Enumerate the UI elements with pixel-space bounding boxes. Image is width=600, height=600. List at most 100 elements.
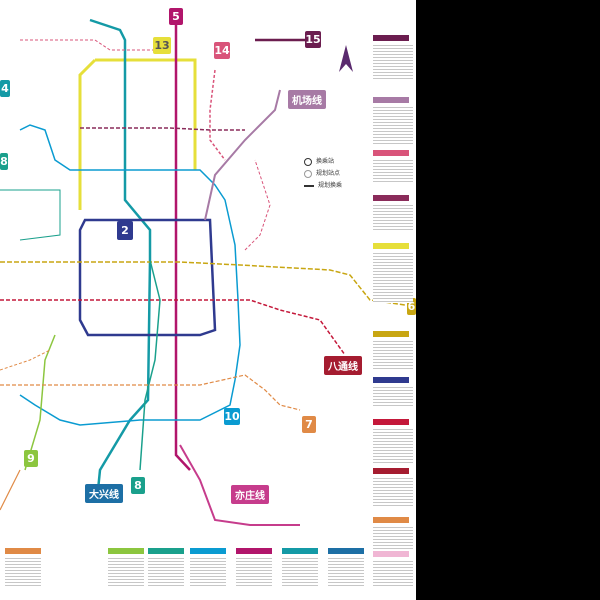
line-1-route: [0, 299, 346, 356]
planned-station-icon: [304, 170, 312, 178]
north-arrow-icon: [339, 45, 353, 72]
subway-map: 5 13 14 15 4 8 2 机场线 6 八通线 10 7 9 8 大兴线 …: [0, 0, 416, 600]
line-15-badge[interactable]: 15: [305, 31, 321, 48]
yizhuang-line-badge[interactable]: 亦庄线: [231, 485, 269, 504]
footer-block-daxing-head: [328, 548, 364, 554]
sidebar-block-2-text: [373, 385, 413, 407]
legend-transfer-label: 换乘站: [316, 158, 335, 165]
line-7-route: [0, 374, 301, 411]
legend-planned: 规划站点: [304, 168, 342, 180]
sidebar-block-6: [373, 331, 413, 369]
sidebar-block-7-text: [373, 525, 413, 549]
sidebar-block-yizhuang: [373, 551, 413, 587]
daxing-line-badge[interactable]: 大兴线: [85, 484, 123, 503]
yizhuang-route: [179, 444, 300, 526]
east-planned-route: [244, 159, 271, 251]
line-16-route: [80, 127, 245, 131]
airport-route: [204, 89, 281, 221]
sidebar-block-yizhuang-head: [373, 551, 409, 557]
sidebar-block-2-head: [373, 377, 409, 383]
planned-interchange-icon: [304, 185, 314, 187]
sidebar-block-airport-text: [373, 105, 413, 145]
line-7-badge[interactable]: 7: [302, 416, 316, 433]
sidebar-block-16-text: [373, 203, 413, 231]
sidebar-block-2: [373, 377, 413, 407]
line-10-route: [19, 124, 241, 426]
sidebar-block-15: [373, 35, 413, 79]
sidebar-block-1: [373, 419, 413, 463]
west-route: [0, 189, 61, 241]
sidebar-block-14-text: [373, 158, 413, 184]
line-14-route: [209, 69, 226, 161]
legend-interchange-label: 规划换乘: [318, 182, 343, 189]
sidebar-block-16: [373, 195, 413, 231]
line-info-footer: [0, 548, 372, 598]
sidebar-block-airport-head: [373, 97, 409, 103]
line-6-edge-badge[interactable]: 6: [407, 298, 416, 315]
line-8-edge-badge[interactable]: 8: [0, 153, 8, 170]
legend-interchange: 规划换乘: [304, 180, 342, 192]
line-13-route: [78, 58, 197, 210]
line-5-route: [174, 25, 191, 471]
footer-block-10: [190, 548, 226, 588]
footer-block-8-text: [148, 556, 184, 588]
line-6-route: [0, 261, 406, 306]
line-4-edge-badge[interactable]: 4: [0, 80, 10, 97]
sidebar-block-15-text: [373, 43, 413, 79]
legend-transfer: 换乘站: [304, 156, 342, 168]
sidebar-block-13-head: [373, 243, 409, 249]
footer-block-7-text: [5, 556, 41, 588]
sidebar-block-14-head: [373, 150, 409, 156]
footer-block-5-text: [236, 556, 272, 588]
sidebar-block-6-head: [373, 331, 409, 337]
sw-branch-route: [0, 469, 21, 511]
sidebar-block-airport: [373, 97, 413, 145]
map-legend: 换乘站 规划站点 规划换乘: [304, 156, 342, 192]
sidebar-block-batong: [373, 468, 413, 506]
sidebar-block-yizhuang-text: [373, 559, 413, 587]
footer-block-daxing: [328, 548, 364, 588]
footer-block-9-head: [108, 548, 144, 554]
footer-block-8: [148, 548, 184, 588]
north-planned-route: [20, 39, 155, 51]
airport-line-badge[interactable]: 机场线: [288, 90, 326, 109]
sidebar-block-13: [373, 243, 413, 303]
line-8-badge[interactable]: 8: [131, 477, 145, 494]
line-4-route: [89, 18, 152, 491]
sidebar-block-15-head: [373, 35, 409, 41]
line-10-badge[interactable]: 10: [224, 408, 240, 425]
footer-block-10-head: [190, 548, 226, 554]
footer-block-daxing-text: [328, 556, 364, 588]
sidebar-block-7-head: [373, 517, 409, 523]
batong-line-badge[interactable]: 八通线: [324, 356, 362, 375]
route-network: [0, 18, 406, 526]
footer-block-8-head: [148, 548, 184, 554]
southwest-route: [0, 349, 51, 371]
sidebar-block-batong-text: [373, 476, 413, 506]
footer-block-7: [5, 548, 41, 588]
sidebar-block-1-text: [373, 427, 413, 463]
line-13-badge[interactable]: 13: [153, 37, 171, 54]
legend-planned-label: 规划站点: [316, 170, 341, 177]
sidebar-block-13-text: [373, 251, 413, 303]
sidebar-block-1-head: [373, 419, 409, 425]
line-9-badge[interactable]: 9: [24, 450, 38, 467]
footer-block-4-head: [282, 548, 318, 554]
line-8-route: [139, 259, 161, 471]
sidebar-block-14: [373, 150, 413, 184]
footer-block-4: [282, 548, 318, 588]
footer-block-9-text: [108, 556, 144, 588]
line-5-badge[interactable]: 5: [169, 8, 183, 25]
footer-block-4-text: [282, 556, 318, 588]
footer-block-5: [236, 548, 272, 588]
transfer-icon: [304, 158, 312, 166]
sidebar-block-6-text: [373, 339, 413, 369]
sidebar-block-7: [373, 517, 413, 549]
line-2-badge[interactable]: 2: [117, 221, 133, 240]
line-14-badge[interactable]: 14: [214, 42, 230, 59]
footer-block-7-head: [5, 548, 41, 554]
footer-block-5-head: [236, 548, 272, 554]
footer-block-9: [108, 548, 144, 588]
line-9-route: [24, 334, 56, 471]
sidebar-block-batong-head: [373, 468, 409, 474]
